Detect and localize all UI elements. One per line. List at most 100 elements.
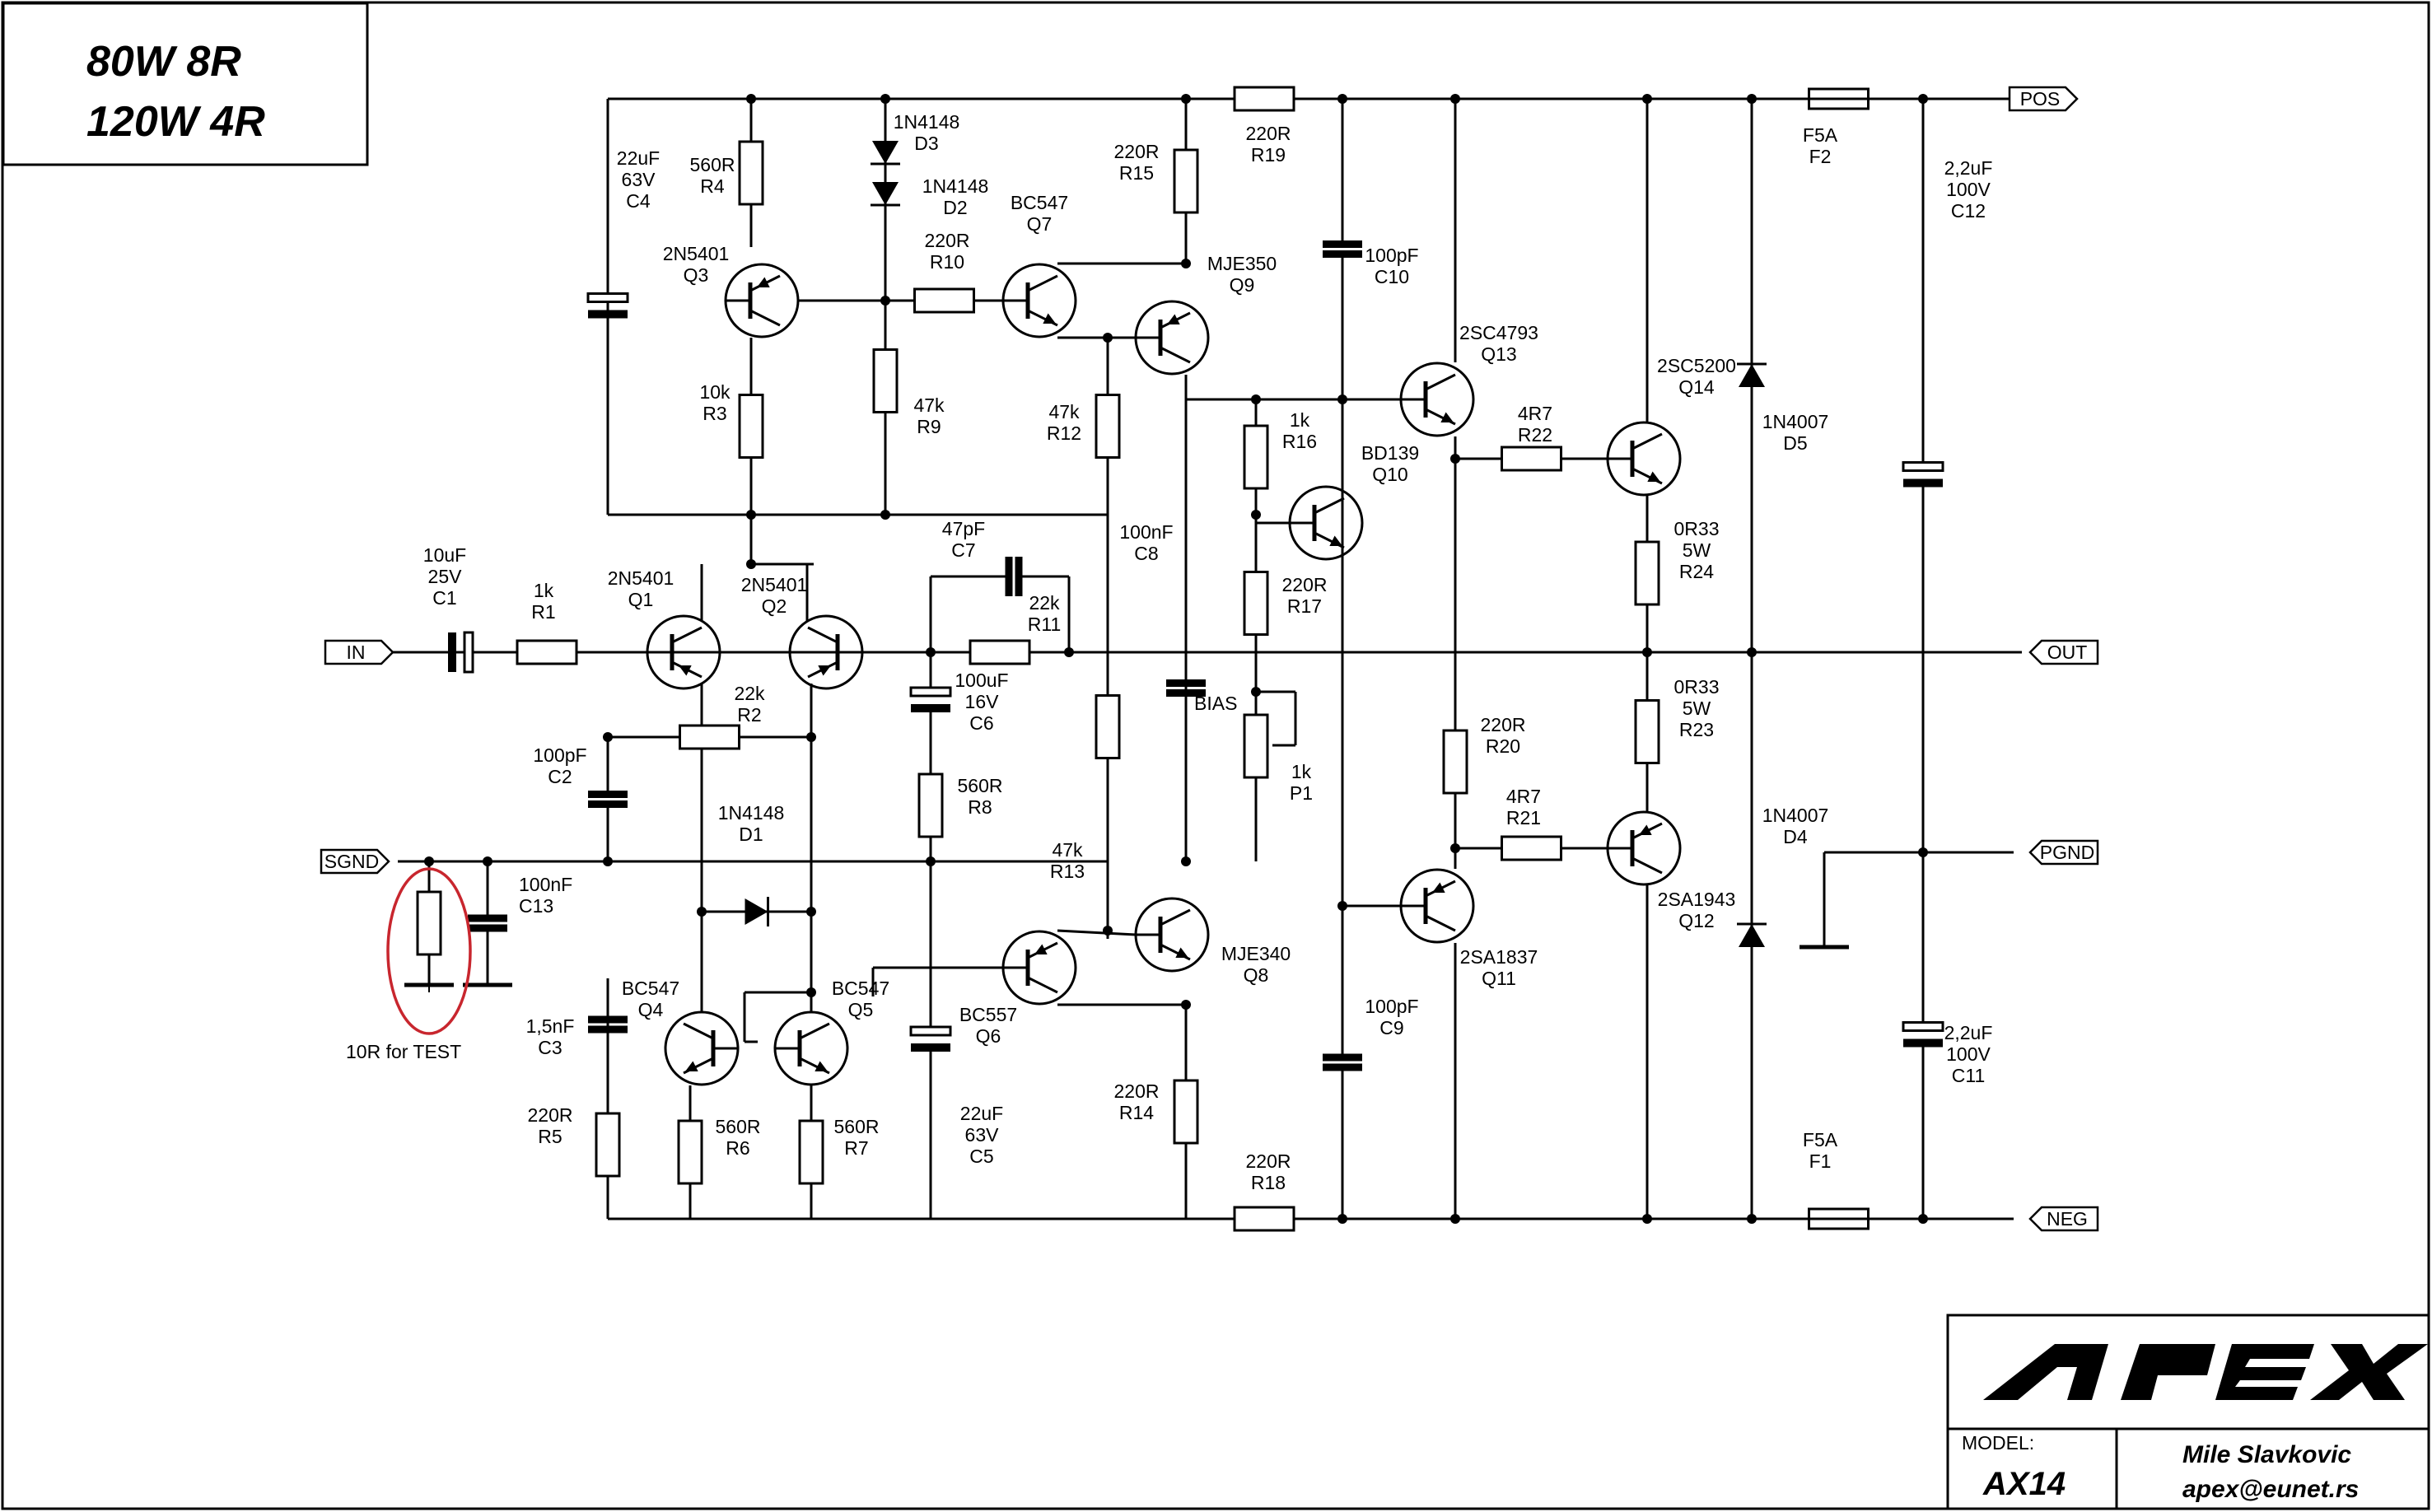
component-label: Q10	[1372, 464, 1407, 485]
transistor-Q2	[788, 614, 864, 690]
resistor-R4	[738, 99, 764, 247]
title-block: MODEL: AX14 Mile Slavkovic apex@eunet.rs	[1946, 1314, 2430, 1510]
component-label: R16	[1282, 431, 1317, 452]
component-label: 22uF	[617, 147, 660, 169]
author-name: Mile Slavkovic	[2182, 1441, 2351, 1468]
resistor-R6	[677, 1085, 703, 1219]
model-label: MODEL:	[1962, 1432, 2034, 1454]
component-label: 2SA1837	[1460, 946, 1538, 968]
component-label: 2N5401	[663, 243, 730, 264]
component-label: 5W	[1683, 539, 1711, 561]
component-label: BC547	[622, 978, 679, 999]
port-label: POS	[2020, 88, 2061, 110]
model-number: AX14	[1982, 1466, 2066, 1502]
component-label: C12	[1951, 200, 1986, 222]
component-label: BC547	[832, 978, 889, 999]
port-pgnd: PGND	[2028, 839, 2099, 866]
capacitor-C7	[965, 557, 1062, 596]
component-label: 1k	[1290, 409, 1310, 431]
resistor-R24	[1634, 494, 1660, 652]
component-label: 1k	[534, 580, 554, 601]
power-rating-8r: 80W 8R	[86, 38, 241, 86]
component-label: C13	[519, 895, 553, 917]
junction-dot	[1450, 94, 1460, 104]
transistor-Q13	[1399, 362, 1475, 437]
component-label: 220R	[528, 1104, 573, 1126]
component-label: 100V	[1946, 179, 1991, 200]
capacitor-C12	[1902, 99, 1944, 852]
component-label: 2SC5200	[1657, 355, 1736, 376]
component-label: 220R	[1282, 574, 1328, 595]
capacitor-C9	[1323, 906, 1362, 1219]
capacitor-C3	[588, 978, 628, 1071]
fuse-F1	[1754, 1207, 1923, 1230]
port-label: IN	[347, 642, 366, 663]
transistor-Q10	[1288, 485, 1364, 561]
component-label: F5A	[1803, 124, 1838, 146]
component-label: 1N4007	[1762, 411, 1829, 432]
resistor-R3	[738, 338, 764, 515]
component-label: F5A	[1803, 1129, 1838, 1150]
component-label: C11	[1952, 1065, 1986, 1086]
capacitor-C1	[436, 631, 486, 674]
component-label: D2	[943, 197, 967, 218]
component-label: Q13	[1481, 343, 1516, 365]
port-neg: NEG	[2028, 1206, 2099, 1232]
component-label: 1N4148	[718, 802, 785, 824]
resistor-R17	[1243, 515, 1269, 692]
author-email: apex@eunet.rs	[2182, 1476, 2359, 1503]
component-label: R19	[1251, 144, 1286, 166]
component-label: R7	[844, 1137, 868, 1159]
component-label: 560R	[834, 1116, 880, 1137]
component-label: 220R	[1246, 123, 1291, 144]
port-sgnd: SGND	[320, 848, 390, 875]
resistor-R5	[595, 1071, 621, 1219]
capacitor-C5	[909, 861, 952, 1219]
resistor-R2	[608, 724, 811, 750]
component-label: D4	[1783, 826, 1808, 847]
component-label: 63V	[965, 1124, 1000, 1146]
component-label: 560R	[716, 1116, 761, 1137]
apex-logo	[1983, 1344, 2428, 1400]
component-label: D5	[1783, 432, 1807, 454]
component-label: 63V	[622, 169, 656, 190]
component-label: 47k	[913, 394, 945, 416]
port-pos: POS	[2008, 86, 2079, 112]
resistor-R14	[1173, 1005, 1199, 1219]
transistor-Q11	[1399, 868, 1475, 944]
component-label: R18	[1251, 1172, 1286, 1193]
resistor-R7	[798, 1085, 824, 1219]
junction-dot	[806, 987, 816, 997]
component-label: Q7	[1027, 213, 1053, 235]
diode-D4	[1737, 652, 1767, 1219]
resistor-R18	[1186, 1206, 1342, 1232]
component-label: C4	[626, 190, 651, 212]
transistor-Q5	[773, 1010, 849, 1086]
transistor-Q3	[724, 263, 800, 338]
component-label: 220R	[1246, 1150, 1291, 1172]
component-label: R4	[700, 175, 725, 197]
component-label: Q4	[638, 999, 664, 1020]
component-label: Q3	[684, 264, 709, 286]
component-label: C7	[951, 539, 975, 561]
test-note: 10R for TEST	[346, 1041, 461, 1062]
component-label: C9	[1379, 1017, 1403, 1038]
component-label: 220R	[925, 230, 970, 251]
component-label: 1,5nF	[526, 1015, 575, 1037]
component-label: R22	[1518, 424, 1552, 446]
transistor-Q6	[1001, 930, 1077, 1006]
component-label: R8	[968, 796, 992, 818]
power-rating-box	[2, 2, 369, 166]
resistor-R12	[1095, 338, 1121, 515]
component-label: 100pF	[1365, 245, 1418, 266]
transistor-Q9	[1134, 300, 1210, 376]
component-label: 2N5401	[608, 567, 675, 589]
component-label: Q5	[848, 999, 874, 1020]
component-label: R14	[1119, 1102, 1154, 1123]
transistor-Q14	[1606, 421, 1682, 497]
resistor-R13	[1095, 515, 1121, 939]
component-label: Q8	[1244, 964, 1269, 986]
component-label: R12	[1047, 422, 1081, 444]
capacitor-C13	[468, 861, 507, 985]
